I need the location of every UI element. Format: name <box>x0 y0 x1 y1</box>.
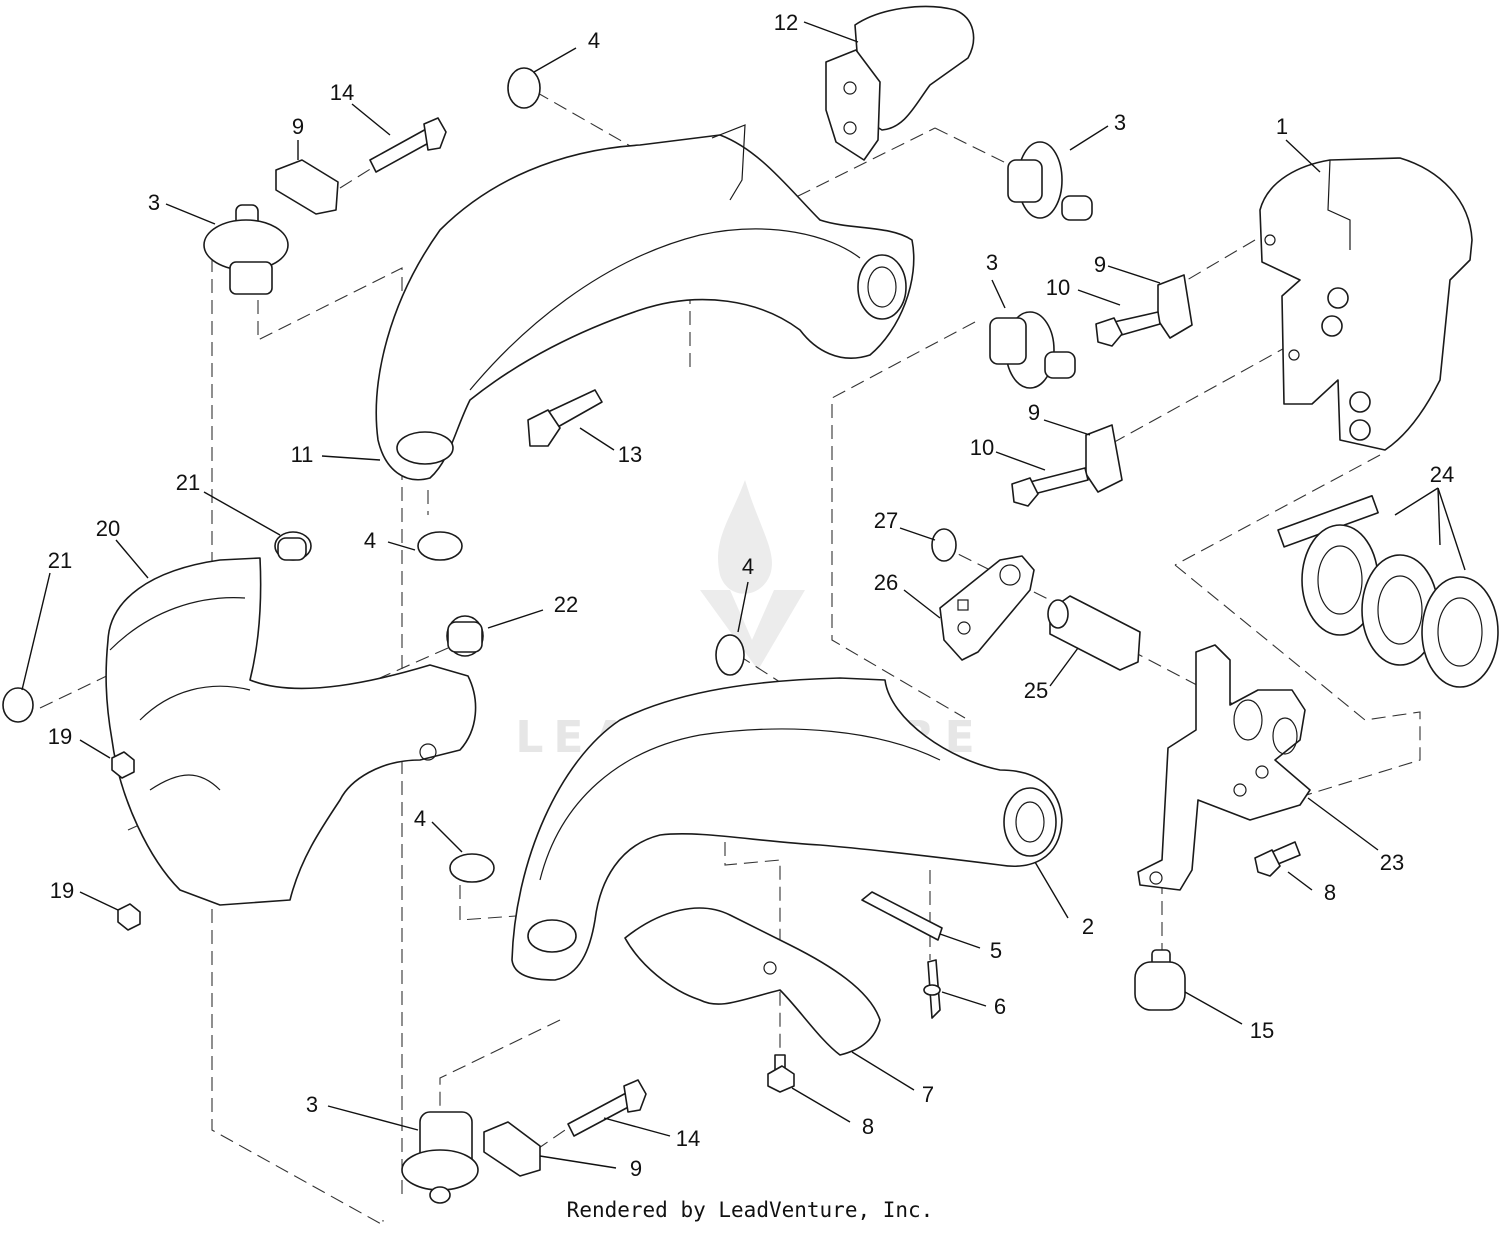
part-25-pin <box>1047 595 1141 671</box>
part-3-bushing-upper-center <box>1007 141 1093 221</box>
callout-7: 7 <box>922 1082 934 1107</box>
callout-8: 8 <box>862 1114 874 1139</box>
callout-3: 3 <box>148 190 160 215</box>
part-9-clip-lower <box>483 1121 541 1177</box>
callout-24: 24 <box>1430 462 1454 487</box>
part-8-bolt-right <box>1254 841 1301 877</box>
part-19-nuts <box>111 751 141 931</box>
callout-11: 11 <box>291 442 314 467</box>
callout-8: 8 <box>1324 880 1336 905</box>
part-10-bolt-lower <box>1011 467 1089 507</box>
callout-9: 9 <box>630 1156 642 1181</box>
part-14-long-bolt-upper <box>369 117 447 173</box>
callout-5: 5 <box>990 938 1002 963</box>
callout-3: 3 <box>986 250 998 275</box>
callout-3: 3 <box>306 1092 318 1117</box>
callout-20: 20 <box>96 516 120 541</box>
part-21-cap-upper <box>274 531 312 561</box>
callout-15: 15 <box>1250 1018 1274 1043</box>
part-15-bumper <box>1134 949 1186 1011</box>
callout-12: 12 <box>774 10 798 35</box>
callout-23: 23 <box>1380 850 1404 875</box>
callout-3: 3 <box>1114 110 1126 135</box>
part-3-bushing-middle-center <box>989 311 1076 389</box>
part-2-lower-control-arm <box>511 677 1063 981</box>
callout-2: 2 <box>1082 914 1094 939</box>
part-9-clip-lower-right <box>1085 424 1123 493</box>
part-10-bolt-upper <box>1095 311 1161 347</box>
part-4-snap-rings <box>417 67 957 883</box>
assembly-dashed-lines <box>39 91 1421 1226</box>
part-9-clip-upper-left <box>275 159 339 215</box>
callout-10: 10 <box>970 435 994 460</box>
callout-21: 21 <box>48 548 72 573</box>
callout-9: 9 <box>1028 400 1040 425</box>
callout-25: 25 <box>1024 678 1048 703</box>
callout-4: 4 <box>414 806 426 831</box>
callout-26: 26 <box>874 570 898 595</box>
callout-14: 14 <box>676 1126 700 1151</box>
part-3-ball-joint-lower <box>401 1111 479 1204</box>
part-1-housing <box>1259 157 1473 451</box>
part-24-springs <box>1277 494 1499 688</box>
callout-labels: 12 4 14 9 3 3 1 3 9 10 9 10 11 13 21 20 … <box>48 10 1454 1181</box>
callout-21: 21 <box>176 470 200 495</box>
part-7-shield <box>624 907 881 1056</box>
rendered-by-credit: Rendered by LeadVenture, Inc. <box>566 1198 934 1222</box>
callout-19: 19 <box>48 724 72 749</box>
callout-10: 10 <box>1046 275 1070 300</box>
part-26-plate <box>939 555 1035 661</box>
callout-4: 4 <box>742 554 754 579</box>
part-3-ball-joint-upper-left <box>203 204 289 295</box>
callout-6: 6 <box>994 994 1006 1019</box>
part-14-long-bolt-lower <box>567 1079 647 1137</box>
callout-9: 9 <box>292 114 304 139</box>
part-5-strap <box>861 891 943 941</box>
callout-27: 27 <box>874 508 898 533</box>
callout-19: 19 <box>50 878 74 903</box>
callout-22: 22 <box>554 592 578 617</box>
callout-13: 13 <box>618 442 642 467</box>
part-11-upper-control-arm <box>375 124 915 481</box>
part-12-hook-bracket <box>825 5 975 161</box>
part-6-pin <box>923 959 941 1019</box>
part-23-bracket <box>1137 644 1311 891</box>
callout-4: 4 <box>364 528 376 553</box>
part-8-bolt-lower <box>767 1054 795 1093</box>
part-13-bolt <box>527 389 603 447</box>
part-20-spindle-knuckle <box>105 557 477 906</box>
callout-9: 9 <box>1094 252 1106 277</box>
callout-4: 4 <box>588 28 600 53</box>
callout-14: 14 <box>330 80 354 105</box>
callout-leader-lines <box>21 21 1466 1169</box>
part-9-clip-upper-right <box>1157 274 1193 339</box>
part-22-bushing <box>446 615 484 657</box>
part-21-cap-left <box>2 687 34 723</box>
callout-1: 1 <box>1276 114 1288 139</box>
